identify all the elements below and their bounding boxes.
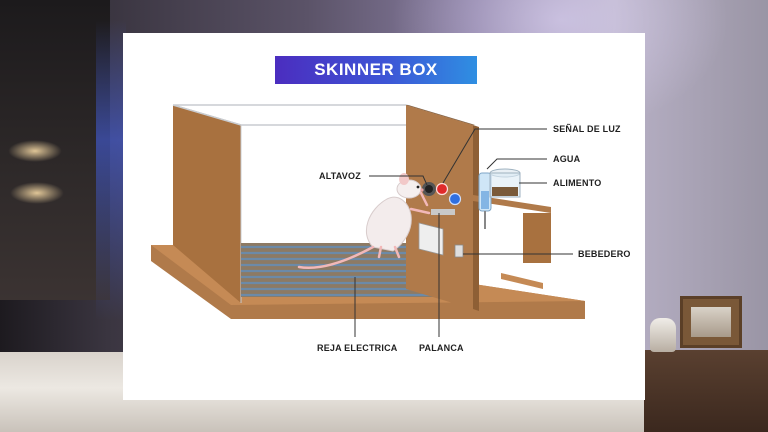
background-shelf — [644, 350, 768, 432]
shelf-top — [473, 195, 551, 213]
vase — [650, 318, 676, 352]
label-agua: AGUA — [553, 154, 581, 164]
shelf-leg — [523, 213, 551, 263]
right-wall — [406, 105, 473, 309]
blue-light — [448, 192, 462, 206]
mouse — [297, 173, 431, 270]
diagram-card: SKINNER BOX — [123, 33, 645, 400]
water-dispenser — [454, 244, 464, 258]
label-palanca: PALANCA — [419, 343, 464, 353]
diagram-title: SKINNER BOX — [275, 56, 477, 84]
left-wall — [173, 105, 241, 303]
label-senal-de-luz: SEÑAL DE LUZ — [553, 124, 621, 134]
skinner-box-illustration — [151, 104, 585, 337]
picture-frame — [680, 296, 742, 348]
wall-lamp — [10, 182, 64, 204]
blue-light-glow — [96, 20, 126, 320]
wall-lamp — [8, 140, 62, 162]
lever — [431, 209, 455, 215]
label-alimento: ALIMENTO — [553, 178, 602, 188]
ramp — [501, 273, 543, 289]
red-light-signal — [435, 182, 449, 196]
leader-lines — [354, 128, 573, 337]
label-reja-electrica: REJA ELECTRICA — [317, 343, 398, 353]
label-altavoz: ALTAVOZ — [319, 171, 361, 181]
label-bebedero: BEBEDERO — [578, 249, 631, 259]
food-tray — [418, 222, 444, 256]
